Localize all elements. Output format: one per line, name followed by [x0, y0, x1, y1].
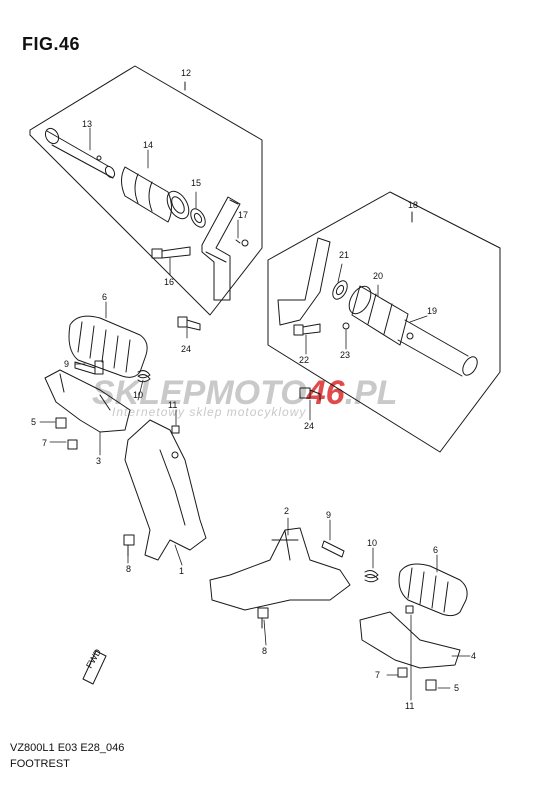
part-6-footpeg-rubber-left: [68, 315, 148, 378]
callout-7-right: 7: [375, 670, 380, 680]
part-8-bolt-right: [257, 607, 269, 629]
callout-6-right: 6: [433, 545, 438, 555]
part-7-nut-right: [397, 667, 408, 678]
watermark-subtitle: Internetowy sklep motocyklowy: [112, 405, 306, 419]
callout-23: 23: [340, 350, 350, 360]
callout-13: 13: [82, 119, 92, 129]
part-22-bolt: [293, 323, 321, 336]
figure-code: VZ800L1 E03 E28_046: [10, 742, 125, 754]
kit-box-12: [29, 65, 263, 316]
part-13-pin: [44, 127, 116, 179]
callout-10-right: 10: [367, 538, 377, 548]
bracket-left: [201, 196, 241, 301]
part-14-rubber: [121, 166, 190, 223]
callout-4: 4: [471, 651, 476, 661]
part-2-bracket-right: [209, 527, 351, 611]
callout-11-right: 11: [405, 701, 414, 711]
callout-labels: 12 13 14 15 17 16 24 18 21 20 19 22 23 2…: [31, 68, 476, 711]
kit-box-18: [267, 191, 501, 453]
callout-5-left: 5: [31, 417, 36, 427]
callout-17: 17: [238, 210, 248, 220]
part-24-bolt-upper: [177, 316, 201, 331]
callout-21: 21: [339, 250, 349, 260]
part-7-nut-left: [67, 439, 78, 450]
part-8-bolt-left: [123, 534, 135, 557]
callout-7-left: 7: [42, 438, 47, 448]
part-5-bolt-left: [55, 417, 67, 429]
svg-text:SKLEPMOTO46.PL: SKLEPMOTO46.PL: [92, 374, 397, 412]
part-9-bolt-right: [321, 540, 345, 558]
callout-5-right: 5: [454, 683, 459, 693]
part-16-bolt: [151, 246, 191, 259]
callout-9-right: 9: [326, 510, 331, 520]
watermark: SKLEPMOTO46.PL Internetowy sklep motocyk…: [92, 374, 397, 419]
callout-12: 12: [181, 68, 191, 78]
part-10-spring-left: [137, 370, 151, 383]
callout-15: 15: [191, 178, 201, 188]
callout-24-right: 24: [304, 421, 314, 431]
part-17-clip: [235, 239, 249, 247]
part-24-bolt-right: [299, 387, 321, 401]
callout-11-left: 11: [168, 400, 177, 410]
callout-19: 19: [427, 306, 437, 316]
part-4-footpeg-bracket-right: [359, 611, 461, 669]
callout-14: 14: [143, 140, 153, 150]
fwd-arrow-icon: FWD: [82, 647, 107, 685]
leader-lines: [39, 127, 471, 701]
part-23-clip: [342, 322, 350, 330]
callout-9-left: 9: [64, 359, 69, 369]
part-6-footpeg-rubber-right: [398, 563, 468, 617]
callout-24-upper: 24: [181, 344, 191, 354]
figure-title: FIG.46: [22, 34, 81, 54]
figure-name: FOOTREST: [10, 758, 70, 770]
callout-2: 2: [284, 506, 289, 516]
callout-8-left: 8: [126, 564, 131, 574]
part-11-nut-right: [405, 605, 414, 614]
callout-10-left: 10: [133, 390, 143, 400]
part-3-footpeg-bracket-left: [44, 369, 131, 433]
callout-1: 1: [179, 566, 184, 576]
callout-6-left: 6: [102, 292, 107, 302]
part-11-nut-left: [171, 425, 180, 434]
callout-3: 3: [96, 456, 101, 466]
part-10-spring-right: [364, 570, 379, 583]
part-19-pin: [397, 319, 478, 377]
part-1-bracket-left: [124, 419, 207, 561]
callout-18: 18: [408, 200, 418, 210]
callout-16: 16: [164, 277, 174, 287]
part-5-bolt-right: [425, 679, 437, 691]
part-9-bolt-left: [74, 360, 104, 375]
part-20-21-rubber-washer: [277, 237, 409, 346]
callout-20: 20: [373, 271, 383, 281]
svg-text:FWD: FWD: [84, 647, 103, 670]
callout-8-right: 8: [262, 646, 267, 656]
callout-22: 22: [299, 355, 309, 365]
part-15-washer: [190, 208, 206, 228]
